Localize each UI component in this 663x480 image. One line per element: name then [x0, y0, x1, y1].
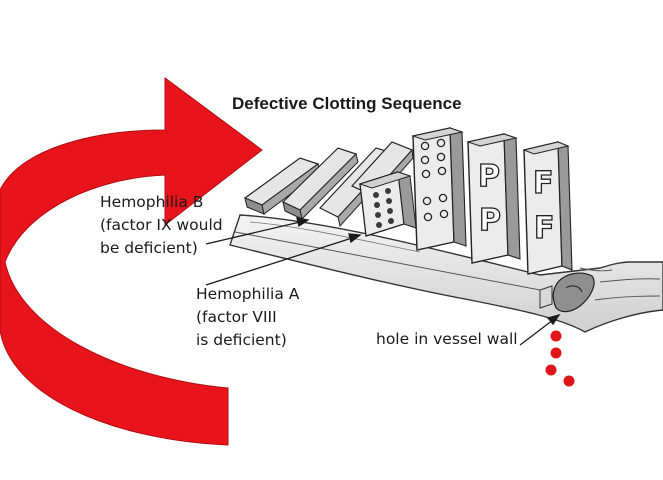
letter-f-top: F	[533, 166, 554, 201]
domino-f: F F	[522, 141, 573, 275]
hemophilia-a-label: Hemophilia A (factor VIII is deficient)	[196, 283, 299, 352]
domino-dots	[373, 188, 394, 228]
hole-label: hole in vessel wall	[376, 330, 518, 348]
hemophilia-a-line-1: Hemophilia A	[196, 285, 300, 303]
hemophilia-b-label: Hemophilia B (factor IX would be deficie…	[100, 191, 223, 260]
leader-arrows	[205, 217, 561, 346]
cycle-arrow-icon	[0, 77, 263, 446]
fallen-domino-1	[243, 157, 321, 215]
blood-drops	[545, 330, 575, 387]
letter-p-top: P	[478, 159, 500, 194]
vessel-hole	[539, 272, 595, 313]
domino-p: P P	[466, 133, 521, 264]
letter-f-bottom: F	[534, 211, 555, 246]
domino-standing-pips	[411, 127, 467, 251]
domino-factor-viii	[358, 171, 417, 237]
hemophilia-a-line-2: (factor VIII	[196, 308, 277, 326]
letter-p-bottom: P	[479, 203, 501, 238]
hemophilia-a-line-3: is deficient)	[196, 331, 287, 349]
diagram-title: Defective Clotting Sequence	[232, 94, 462, 113]
hemophilia-b-line-3: be deficient)	[100, 239, 198, 257]
hemophilia-b-line-2: (factor IX would	[100, 216, 223, 234]
fallen-domino-2	[281, 147, 359, 221]
hemophilia-b-line-1: Hemophilia B	[100, 193, 204, 211]
